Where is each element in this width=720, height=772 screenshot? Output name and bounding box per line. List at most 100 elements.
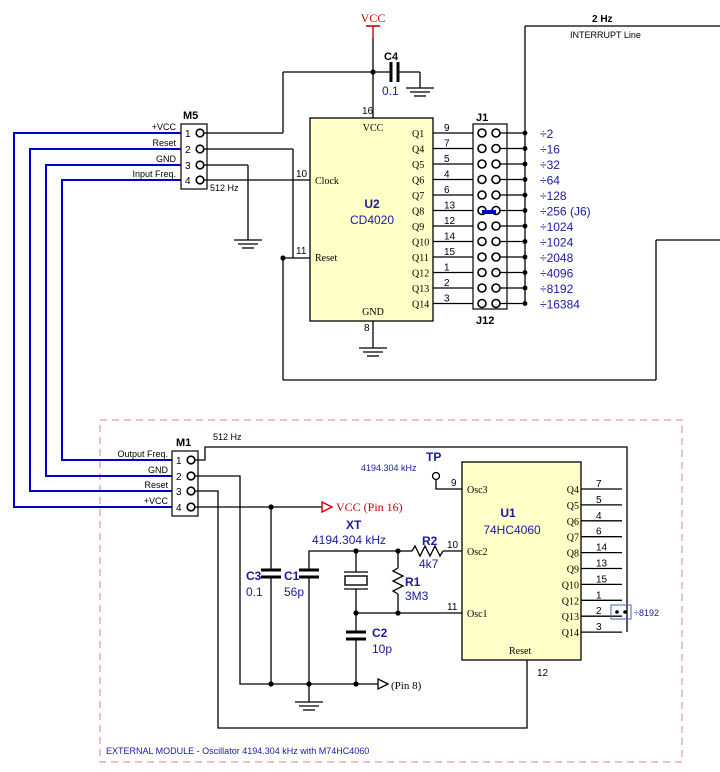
m1-pin-4-number: 4	[176, 503, 182, 514]
c2-name: C2	[372, 626, 388, 640]
u2-output-q8-label: Q8	[412, 207, 424, 218]
m5-freq: 512 Hz	[210, 183, 239, 193]
m5-pin-4-number: 4	[185, 176, 191, 187]
xt-freq: 4194.304 kHz	[312, 533, 386, 547]
u1-output-q7-label: Q7	[567, 533, 579, 544]
jumper-pin-right[interactable]	[491, 283, 501, 293]
jumper-pin-right[interactable]	[491, 221, 501, 231]
jumper-pin-right[interactable]	[491, 252, 501, 262]
u1-osc1-label: Osc1	[467, 609, 488, 620]
jumper-pin-right[interactable]	[491, 298, 501, 309]
u2-clock-label: Clock	[315, 176, 339, 187]
u1-osc2-pin: 10	[447, 540, 459, 551]
m1-pin-1[interactable]	[186, 455, 196, 465]
m1-freq: 512 Hz	[213, 432, 242, 442]
m1-pin-1-number: 1	[176, 456, 182, 467]
u1-output-q10-pin: 15	[596, 574, 608, 585]
jumper-pin-left[interactable]	[477, 236, 487, 247]
bus-junction	[522, 254, 528, 260]
u1-osc3-label: Osc3	[467, 485, 488, 496]
jumper-pin-left[interactable]	[477, 159, 487, 169]
u2-output-q12-label: Q12	[412, 269, 429, 280]
c1-name: C1	[284, 569, 300, 583]
m1-pin-4[interactable]	[186, 502, 196, 512]
u1-output-q6-pin: 4	[596, 511, 602, 522]
blue-cable	[13, 132, 181, 508]
divider-label: ÷1024	[540, 236, 574, 250]
u1-reset-label: Reset	[509, 646, 531, 657]
u1-output-q8-pin: 14	[596, 543, 608, 554]
u2-reset-pin: 11	[296, 246, 307, 257]
u2-output-q1-pin: 9	[444, 123, 450, 134]
resistor-r2	[411, 544, 444, 558]
m5-pin-3[interactable]	[195, 160, 205, 170]
m1-pin-3[interactable]	[186, 486, 196, 496]
u2-output-q6-pin: 4	[444, 170, 450, 181]
u1-output-q8-label: Q8	[567, 549, 579, 560]
jumper-pin-right[interactable]	[491, 174, 501, 185]
jumper-pin-left[interactable]	[477, 128, 487, 138]
u1-output-q14-label: Q14	[562, 628, 579, 639]
jumper-pin-left[interactable]	[477, 143, 487, 154]
jumper-pin-right[interactable]	[491, 128, 501, 138]
jumper-pin-left[interactable]	[477, 252, 487, 262]
c3-name: C3	[246, 569, 262, 583]
m5-pin-4[interactable]	[195, 175, 205, 185]
jumper-pin-right[interactable]	[491, 267, 501, 278]
jumper-pin-left[interactable]	[477, 267, 487, 278]
jumper-pin-right[interactable]	[491, 159, 501, 169]
ic-u2-body	[309, 117, 434, 322]
m5-pin-4-label: Input Freq.	[132, 169, 176, 179]
u1-name: U1	[500, 506, 516, 520]
u2-gnd-pin: 8	[364, 323, 370, 334]
q13-select-box[interactable]	[610, 604, 632, 620]
vcc-top-label: VCC	[361, 11, 386, 25]
u1-output-q5-label: Q5	[567, 501, 579, 512]
jumper-pin-right[interactable]	[491, 190, 501, 200]
u2-part: CD4020	[350, 213, 394, 227]
bus-junction	[522, 208, 528, 213]
m1-pin-2-label: GND	[148, 465, 169, 475]
u2-vcc-pin: 16	[362, 106, 374, 117]
bus-junction	[522, 239, 528, 244]
u2-output-q7-label: Q7	[412, 191, 424, 202]
u1-osc1-pin: 11	[447, 602, 458, 613]
jumper-pin-right[interactable]	[491, 143, 501, 154]
u1-output-q13-pin: 2	[596, 606, 602, 617]
u1-output-q13-label: Q13	[562, 612, 579, 623]
m5-pin-2[interactable]	[195, 144, 205, 154]
jumper-pin-left[interactable]	[477, 190, 487, 200]
m1-pin-1-label: Output Freq.	[117, 449, 168, 459]
divider-label: ÷32	[540, 158, 560, 172]
jumper-pin-left[interactable]	[477, 283, 487, 293]
xt-name: XT	[346, 518, 362, 532]
m1-pin-2[interactable]	[186, 471, 196, 481]
u2-clock-pin: 10	[296, 169, 308, 180]
divider-label: ÷16	[540, 143, 560, 157]
r2-name: R2	[422, 534, 438, 548]
u2-output-q5-label: Q5	[412, 160, 424, 171]
u2-name: U2	[364, 197, 380, 211]
u1-output-q5-pin: 5	[596, 495, 602, 506]
jumper-pin-right[interactable]	[491, 236, 501, 247]
interrupt-line-label: INTERRUPT Line	[570, 30, 641, 40]
m5-pin-1[interactable]	[195, 128, 205, 138]
divider-label: ÷64	[540, 174, 560, 188]
jumper-pin-left[interactable]	[477, 298, 487, 309]
u1-reset-pin: 12	[537, 668, 549, 679]
j1-bottom-label: J12	[476, 315, 494, 327]
jumper-pin-left[interactable]	[477, 174, 487, 185]
test-point-tp[interactable]	[431, 471, 441, 481]
m1-name: M1	[176, 437, 191, 449]
c4-name: C4	[384, 51, 399, 63]
u2-output-q13-label: Q13	[412, 284, 429, 295]
m1-pin-2-number: 2	[176, 472, 182, 483]
m5-pin-2-label: Reset	[152, 138, 176, 148]
jumper-pin-left[interactable]	[477, 221, 487, 231]
vcc-top-symbol: VCC	[361, 11, 386, 38]
crystal-xt	[344, 575, 368, 586]
m5-pin-2-number: 2	[185, 145, 191, 156]
jumper-header-j1	[472, 123, 508, 310]
